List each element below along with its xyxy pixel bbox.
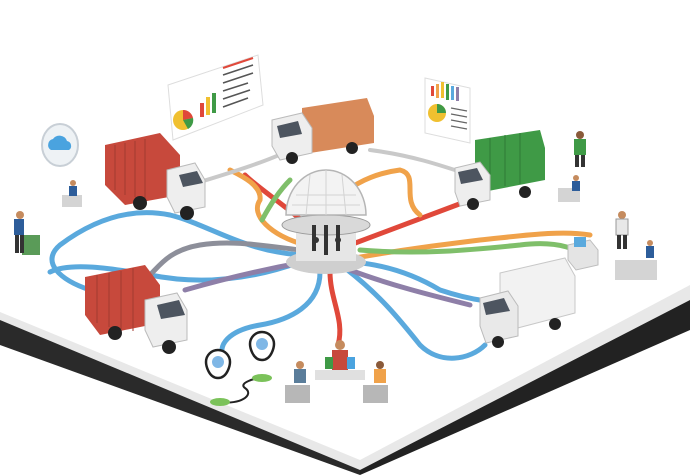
truck-wheel bbox=[519, 186, 531, 198]
monitor bbox=[347, 357, 355, 369]
desk bbox=[62, 195, 82, 207]
truck-icon bbox=[479, 257, 576, 348]
location-pin-icon bbox=[204, 348, 232, 380]
route-red-right bbox=[347, 197, 473, 248]
truck-windshield bbox=[179, 171, 203, 187]
pin-dot bbox=[210, 398, 230, 406]
platform-right-edge bbox=[360, 300, 690, 475]
truck-cab bbox=[144, 292, 188, 348]
cargo-ribs bbox=[114, 139, 146, 199]
route-purple-left bbox=[182, 259, 308, 293]
cargo-ribs bbox=[96, 268, 134, 331]
dashboard-panel-icon bbox=[424, 77, 471, 144]
person-icon bbox=[572, 175, 580, 191]
route-network bbox=[47, 148, 593, 363]
person-icon bbox=[332, 340, 348, 370]
truck-cab bbox=[479, 290, 519, 344]
truck-cargo-red bbox=[105, 133, 180, 205]
cloud-badge bbox=[41, 123, 79, 167]
truck-wheel bbox=[162, 340, 176, 354]
route-green-top bbox=[259, 177, 293, 223]
workstation bbox=[558, 131, 586, 202]
seat bbox=[363, 385, 388, 403]
route-blue-bottom bbox=[219, 269, 323, 363]
desk bbox=[558, 188, 580, 202]
truck-wheel bbox=[467, 198, 479, 210]
truck-icon bbox=[454, 130, 545, 210]
desk bbox=[567, 239, 599, 271]
route-red-bottom bbox=[327, 269, 343, 348]
truck-cab bbox=[166, 162, 206, 214]
truck-wheel bbox=[133, 196, 147, 210]
cloud-icon bbox=[48, 135, 72, 150]
truck-cargo-green bbox=[475, 130, 545, 192]
location-pin-icon bbox=[248, 330, 276, 362]
truck-cargo-orange bbox=[302, 98, 374, 153]
dome-panels bbox=[292, 170, 360, 216]
route-orange-left bbox=[227, 167, 308, 248]
route-blue-left bbox=[49, 210, 303, 293]
table bbox=[315, 370, 365, 380]
route-green-right bbox=[357, 241, 593, 263]
truck-icon bbox=[271, 98, 374, 164]
person-icon bbox=[294, 361, 306, 383]
platform-left-edge bbox=[0, 320, 360, 475]
route-pins bbox=[204, 330, 276, 406]
bar-chart-icon bbox=[200, 93, 216, 117]
pin-dot bbox=[252, 374, 272, 382]
truck-windshield bbox=[157, 300, 185, 319]
team-meeting bbox=[285, 340, 388, 403]
truck-icon bbox=[105, 133, 206, 220]
hub-legs bbox=[312, 225, 341, 255]
workstation bbox=[567, 237, 599, 271]
desk bbox=[22, 235, 40, 255]
truck-wheel bbox=[180, 206, 194, 220]
truck-windshield bbox=[277, 121, 302, 138]
route-purple-right bbox=[347, 267, 473, 308]
workstation bbox=[615, 211, 657, 280]
truck-wheel bbox=[286, 152, 298, 164]
truck-wheel bbox=[492, 336, 504, 348]
monitor bbox=[325, 357, 333, 369]
seat bbox=[285, 385, 310, 403]
truck-icon bbox=[85, 265, 188, 354]
truck-windshield bbox=[458, 168, 483, 184]
workstation bbox=[14, 211, 40, 255]
truck-windshield bbox=[483, 298, 510, 315]
person-icon bbox=[69, 180, 77, 196]
truck-cargo-red bbox=[85, 265, 160, 335]
person-icon bbox=[374, 361, 386, 383]
truck-wheel bbox=[108, 326, 122, 340]
workstation bbox=[62, 180, 82, 207]
person-icon bbox=[14, 211, 24, 253]
platform bbox=[0, 285, 690, 475]
bar-chart-icon bbox=[431, 82, 459, 101]
truck-wheel bbox=[549, 318, 561, 330]
monitor bbox=[574, 237, 586, 247]
text-lines bbox=[222, 64, 254, 108]
route-blue-right bbox=[342, 265, 488, 361]
truck-wheel bbox=[346, 142, 358, 154]
person-icon bbox=[574, 131, 586, 167]
pin-route bbox=[219, 377, 263, 404]
route-gray-left bbox=[147, 240, 303, 278]
dashboard-panel-icon bbox=[167, 54, 264, 141]
person-icon bbox=[646, 240, 654, 258]
truck-cab bbox=[271, 112, 313, 161]
person-icon bbox=[615, 211, 629, 249]
desk bbox=[615, 260, 657, 280]
central-hub bbox=[281, 169, 371, 274]
